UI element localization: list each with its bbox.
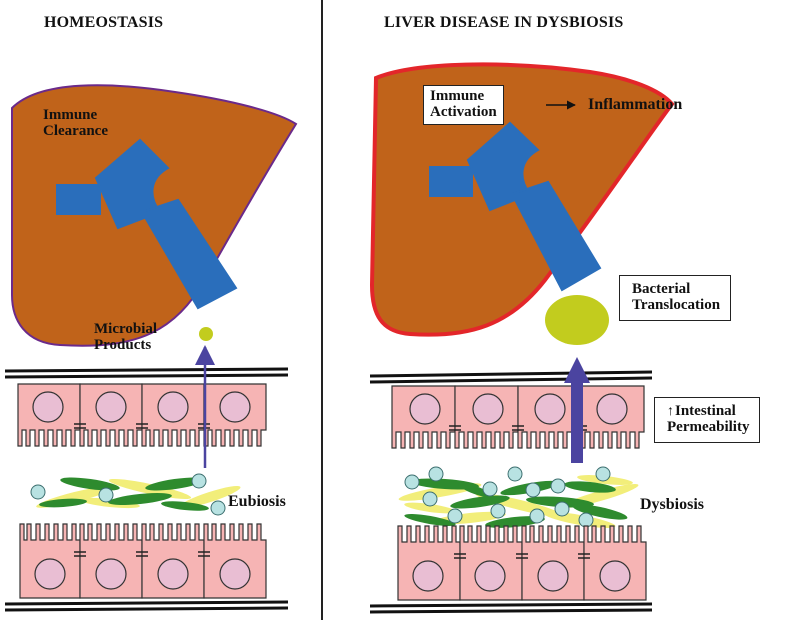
left-vessel xyxy=(56,138,238,310)
intestinal-permeability-box: ↑Intestinal Permeability xyxy=(654,397,761,443)
microbial-product-dot xyxy=(199,327,213,341)
left-flora xyxy=(30,473,241,516)
immune-clearance-line-2: Clearance xyxy=(43,122,108,139)
immune-clearance-line-1: Immune xyxy=(43,107,98,123)
inflammation-label: Inflammation xyxy=(588,96,683,113)
dysbiosis-label: Dysbiosis xyxy=(640,496,705,513)
left-epithelium-top xyxy=(4,367,289,447)
left-panel-title: HOMEOSTASIS xyxy=(44,14,164,31)
right-liver xyxy=(369,62,675,337)
left-epithelium-bottom xyxy=(4,523,289,612)
bacterial-translocation-line-2: Translocation xyxy=(632,296,721,313)
right-translocation-arrow xyxy=(564,357,590,463)
increase-arrow-icon: ↑ xyxy=(667,404,674,419)
bacterial-translocation-box: Bacterial Translocation xyxy=(619,275,732,321)
right-epithelium-top xyxy=(369,370,653,449)
immune-activation-line-2: Activation xyxy=(430,103,497,120)
microbial-products-line-2: Products xyxy=(94,336,152,353)
left-liver xyxy=(11,84,298,347)
immune-activation-box: Immune Activation xyxy=(423,85,504,125)
immune-clearance-label: Immune Clearance xyxy=(43,107,108,140)
bacterial-translocation-line-1: Bacterial xyxy=(632,281,691,297)
intestinal-permeability-line-1: Intestinal xyxy=(675,403,736,419)
right-vessel xyxy=(429,121,602,292)
eubiosis-label: Eubiosis xyxy=(228,493,286,510)
right-epithelium-bottom xyxy=(369,525,653,614)
right-flora xyxy=(398,466,639,528)
microbial-products-label: Microbial Products xyxy=(94,321,158,354)
microbial-products-line-1: Microbial xyxy=(94,321,158,337)
right-panel-title: LIVER DISEASE IN DYSBIOSIS xyxy=(384,14,624,31)
intestinal-permeability-line-2: Permeability xyxy=(667,418,750,435)
immune-activation-line-1: Immune xyxy=(430,88,485,104)
bacterial-particle xyxy=(545,295,609,345)
